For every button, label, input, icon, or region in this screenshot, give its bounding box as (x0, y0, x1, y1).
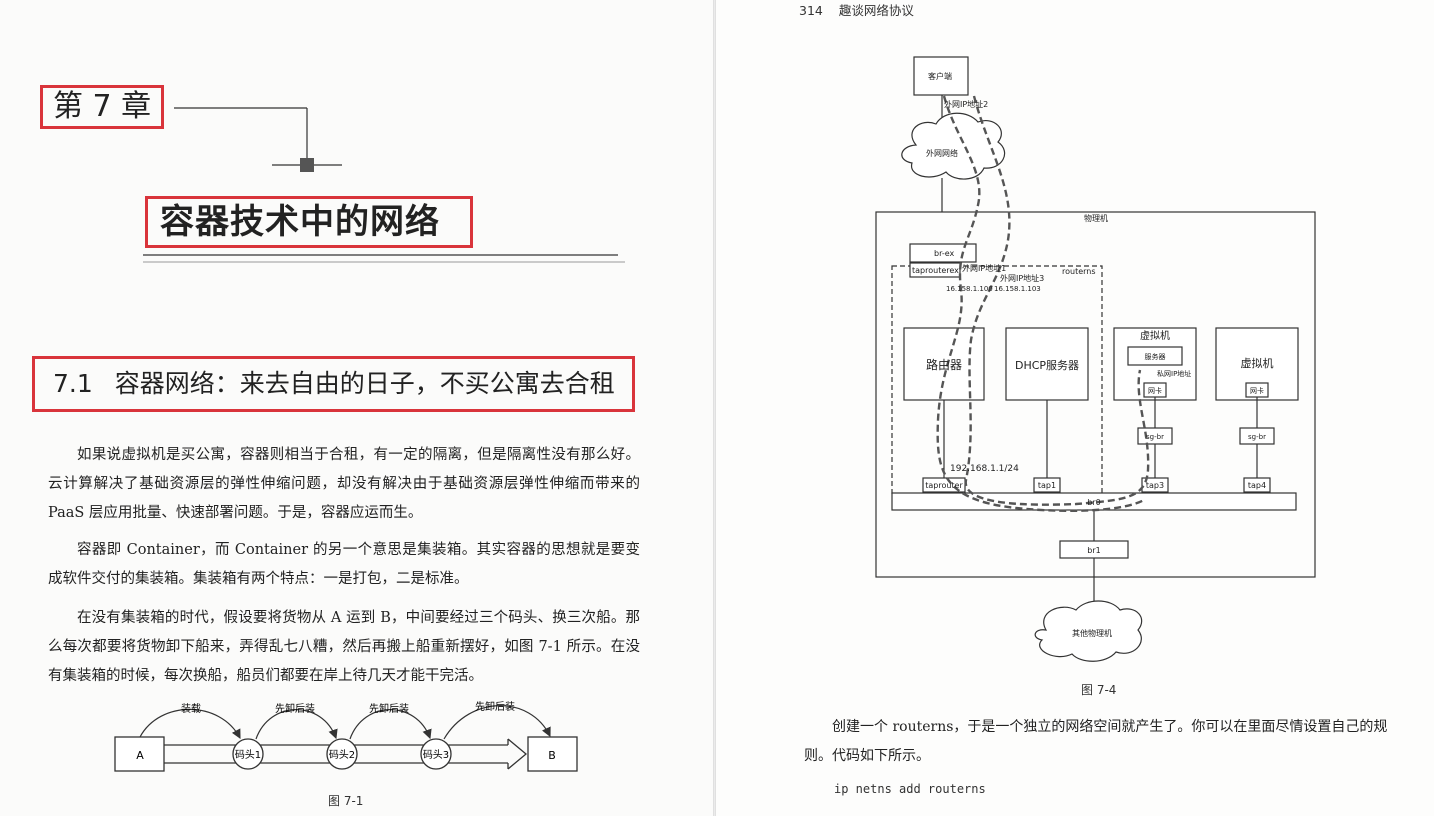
server-label: 服务器 (1145, 352, 1166, 361)
tap4-box (1243, 477, 1271, 493)
book-title: 趣谈网络协议 (838, 3, 914, 18)
br-ex-box (909, 243, 977, 263)
nic-1-label: 网卡 (1148, 386, 1162, 395)
sgbr-2-label: sg-br (1248, 433, 1266, 441)
external-ip-1-label: 外网IP地址1 (962, 263, 1006, 273)
figure-7-1-caption: 图 7-1 (328, 794, 364, 808)
gateway-ip-label: 192.168.1.1/24 (950, 464, 1019, 474)
ip-3-label: 16.158.1.103 (994, 285, 1041, 293)
server-box (1127, 346, 1183, 366)
taprouter-label: taprouter (925, 481, 963, 490)
tap1-box (1033, 477, 1061, 493)
other-machines-label: 其他物理机 (1072, 628, 1112, 638)
code-line: ip netns add routerns (834, 782, 986, 796)
paragraph-3: 在没有集装箱的时代，假设要将货物从 A 运到 B，中间要经过三个码头、换三次船。… (48, 610, 640, 684)
nic-2-label: 网卡 (1250, 386, 1264, 395)
traffic-path-1 (936, 95, 1145, 513)
br0-label: br0 (1087, 498, 1100, 507)
external-ip-2-label: 外网IP地址2 (944, 99, 988, 109)
tap3-label: tap3 (1146, 481, 1164, 490)
section-number: 7.1 (53, 369, 93, 398)
client-label: 客户端 (928, 71, 952, 81)
chapter-number: 第 7 章 (40, 85, 164, 129)
external-network-cloud (901, 112, 1006, 180)
tap1-label: tap1 (1038, 481, 1056, 490)
running-head: 314 趣谈网络协议 (799, 0, 914, 19)
router-label: 路由器 (926, 357, 962, 372)
physical-machine-label: 物理机 (1084, 213, 1108, 223)
vm-2-label: 虚拟机 (1241, 356, 1274, 370)
figure-7-4: 客户端 外网IP地址2 外网网络 物理机 br-ex taprouterex 外… (875, 56, 1316, 662)
routerns-namespace (891, 265, 1103, 495)
routerns-label: routerns (1062, 267, 1096, 276)
right-page: 314 趣谈网络协议 (716, 0, 1434, 816)
taprouterex-label: taprouterex (912, 266, 959, 275)
right-paragraph: 创建一个 routerns，于是一个独立的网络空间就产生了。你可以在里面尽情设置… (804, 719, 1388, 764)
vm-1-label: 虚拟机 (1140, 329, 1170, 342)
external-network-label: 外网网络 (926, 148, 958, 158)
sgbr-1-label: sg-br (1146, 433, 1164, 441)
dhcp-box (1005, 327, 1089, 401)
page-number: 314 (799, 3, 823, 18)
other-machines-cloud (1034, 600, 1143, 662)
br1-label: br1 (1087, 546, 1100, 555)
paragraph-1: 如果说虚拟机是买公寓，容器则相当于合租，有一定的隔离，但是隔离性没有那么好。云计… (48, 447, 640, 521)
tap4-label: tap4 (1248, 481, 1266, 490)
taprouterex-box (909, 262, 961, 278)
br-ex-label: br-ex (934, 249, 955, 258)
section-heading: 7.1 容器网络：来去自由的日子，不买公寓去合租 (32, 356, 635, 412)
section-title: 容器网络：来去自由的日子，不买公寓去合租 (114, 369, 615, 398)
chapter-decoration (143, 107, 625, 263)
physical-machine-box (875, 211, 1316, 578)
tap3-box (1141, 477, 1169, 493)
book-gutter (713, 0, 716, 816)
private-ip-label: 私网IP地址 (1157, 369, 1191, 378)
client-box (913, 56, 969, 96)
external-ip-3-label: 外网IP地址3 (1000, 273, 1044, 283)
chapter-title: 容器技术中的网络 (145, 196, 473, 248)
traffic-path-2 (964, 95, 1150, 506)
dhcp-label: DHCP服务器 (1015, 359, 1079, 372)
figure-7-4-caption: 图 7-4 (1081, 683, 1117, 697)
ip-1-label: 16.158.1.100 (946, 285, 993, 293)
left-page: 第 7 章 容器技术中的网络 7.1 容器网络：来去自由的日子，不买公寓去合租 如… (0, 0, 714, 816)
paragraph-2: 容器即 Container，而 Container 的另一个意思是集装箱。其实容… (48, 542, 640, 587)
